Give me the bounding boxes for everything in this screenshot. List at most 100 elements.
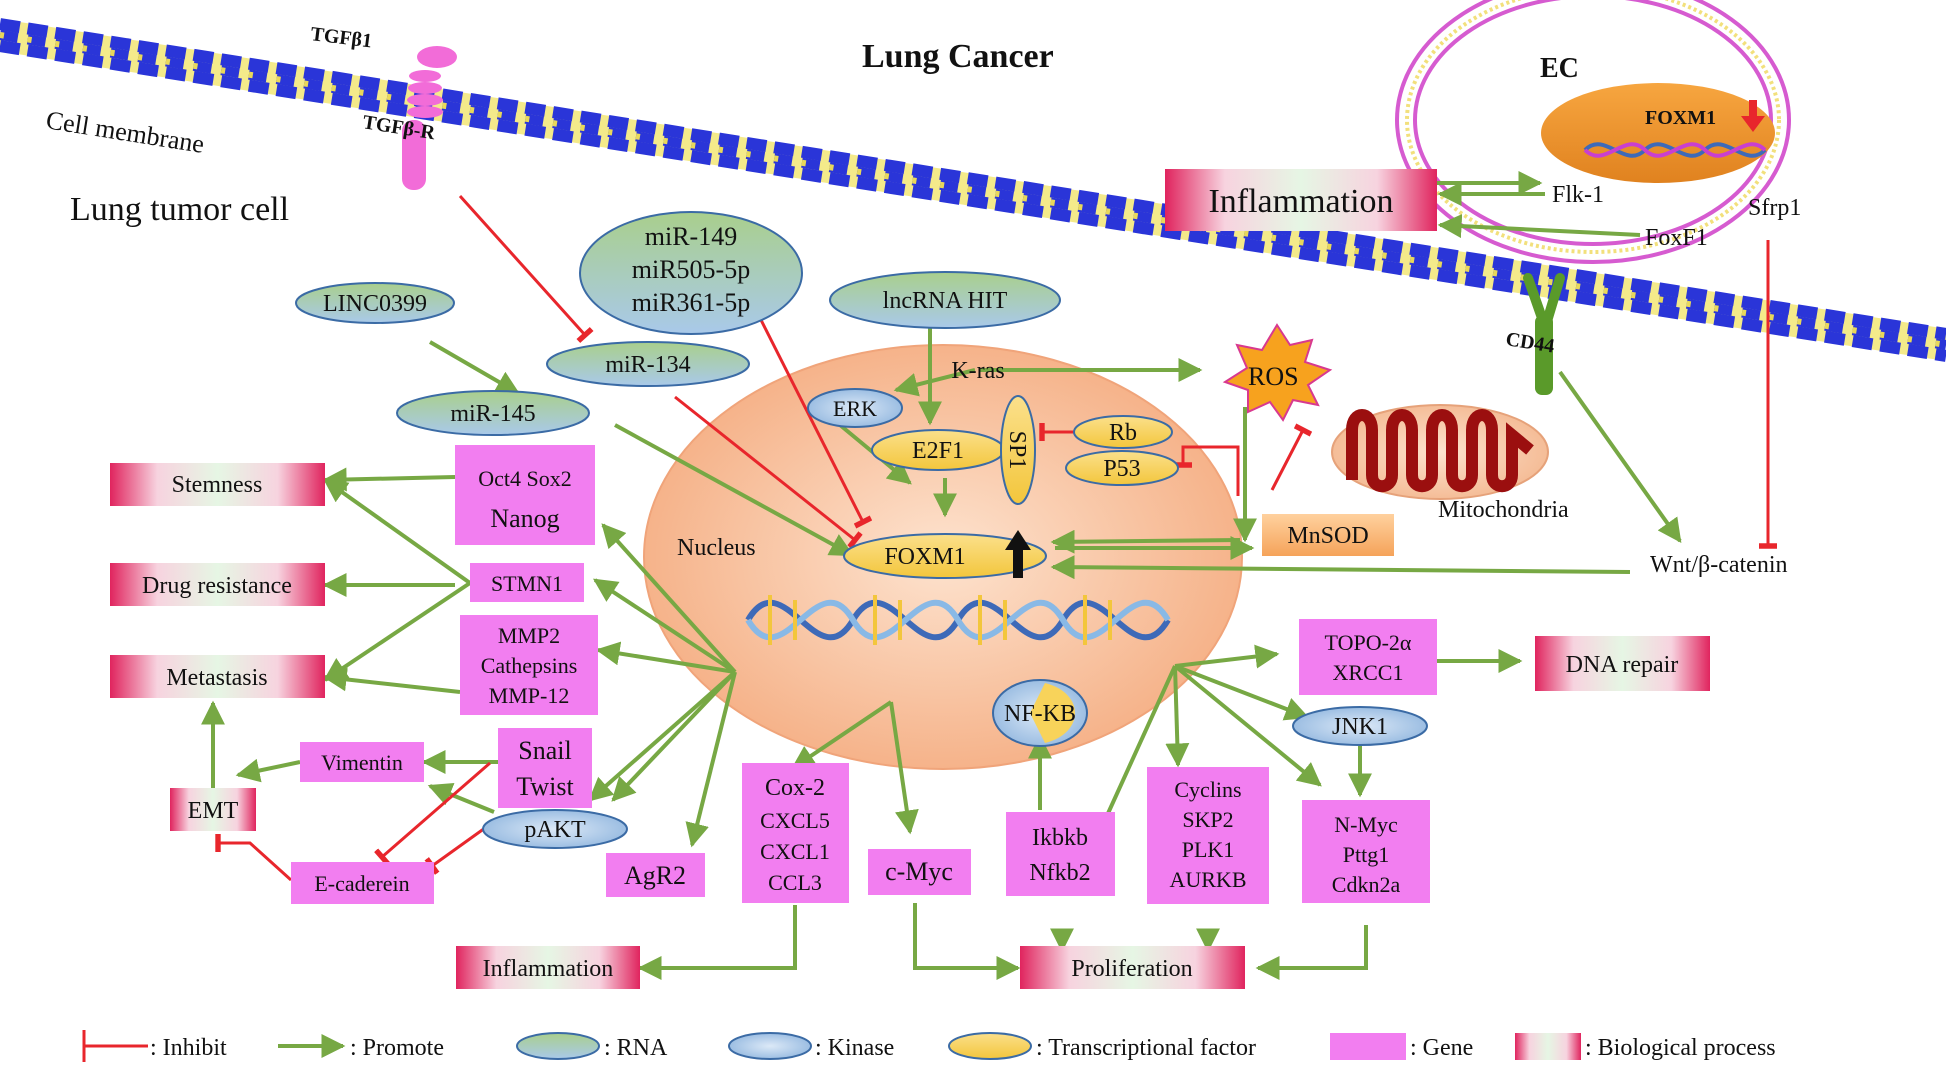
svg-text:FOXM1: FOXM1 [884, 544, 965, 570]
rna-lncrna-hit: lncRNA HIT [829, 271, 1061, 329]
ros-label: ROS [1248, 362, 1299, 391]
down-arrow-icon [1741, 100, 1765, 132]
legend-gene: : Gene [1330, 1033, 1473, 1061]
nucleus-label: Nucleus [677, 535, 756, 561]
legend-biological-process: : Biological process [1515, 1033, 1776, 1061]
foxf1-label: FoxF1 [1645, 225, 1708, 251]
svg-text:miR505-5p: miR505-5p [632, 255, 750, 284]
process-metastasis: Metastasis [110, 655, 325, 698]
process-proliferation: Proliferation [1020, 946, 1245, 989]
svg-text:SKP2: SKP2 [1182, 807, 1233, 832]
cd44-receptor-icon [1523, 273, 1565, 395]
kinase-erk: ERK [807, 388, 903, 428]
svg-text:ERK: ERK [833, 396, 877, 421]
gene-nmyc: N-Myc Pttg1 Cdkn2a [1302, 800, 1430, 903]
tf-p53: P53 [1065, 450, 1179, 486]
process-dna-repair: DNA repair [1535, 636, 1710, 691]
mitochondria-label: Mitochondria [1438, 497, 1569, 523]
svg-text:Snail: Snail [518, 736, 571, 765]
svg-text:miR-145: miR-145 [450, 401, 535, 427]
legend-transcription-factor: : Transcriptional factor [948, 1032, 1256, 1061]
cell-membrane [0, 18, 1946, 362]
svg-text:: Transcriptional factor: : Transcriptional factor [1036, 1035, 1256, 1061]
tgfb1-label: TGFβ1 [309, 23, 373, 52]
gene-mmp: MMP2 Cathepsins MMP-12 [460, 615, 598, 715]
tf-sp1: SP1 [1000, 395, 1036, 505]
svg-text:miR361-5p: miR361-5p [632, 288, 750, 317]
svg-text:LINC0399: LINC0399 [323, 291, 427, 317]
svg-text:AURKB: AURKB [1169, 867, 1246, 892]
sfrp1-label: Sfrp1 [1748, 195, 1801, 221]
svg-text:CXCL5: CXCL5 [760, 808, 830, 833]
up-arrow-icon [1005, 530, 1031, 578]
process-inflammation-top: Inflammation [1165, 169, 1437, 231]
svg-text:Nfkb2: Nfkb2 [1029, 860, 1090, 886]
svg-text:Drug resistance: Drug resistance [142, 573, 292, 599]
tgfb-receptor-icon [402, 46, 457, 190]
svg-text:JNK1: JNK1 [1332, 714, 1388, 740]
svg-text:SP1: SP1 [1004, 431, 1030, 470]
gene-vimentin: Vimentin [300, 742, 424, 782]
svg-text:AgR2: AgR2 [624, 861, 686, 890]
legend-rna: : RNA [516, 1032, 668, 1061]
rna-linc0399: LINC0399 [295, 282, 455, 324]
svg-text:c-Myc: c-Myc [885, 857, 953, 886]
svg-text:Cdkn2a: Cdkn2a [1332, 872, 1401, 897]
legend-kinase: : Kinase [728, 1032, 894, 1061]
cell-membrane-label: Cell membrane [44, 105, 206, 159]
svg-text:STMN1: STMN1 [491, 571, 563, 596]
svg-text:EMT: EMT [188, 798, 239, 824]
svg-text:PLK1: PLK1 [1182, 837, 1235, 862]
page-title: Lung Cancer [862, 38, 1054, 75]
kinase-nfkb: NF-KB [992, 679, 1088, 747]
svg-text:Cyclins: Cyclins [1174, 777, 1241, 802]
process-inflammation-bottom: Inflammation [456, 946, 640, 989]
svg-text:DNA repair: DNA repair [1566, 652, 1679, 678]
svg-text:CCL3: CCL3 [768, 870, 822, 895]
svg-text:miR-134: miR-134 [605, 352, 690, 378]
kras-label: K-ras [951, 358, 1004, 384]
ec-label: EC [1540, 53, 1579, 84]
dna-helix-icon [745, 595, 1171, 645]
rna-mir149: miR-149 miR505-5p miR361-5p [579, 211, 803, 335]
svg-text:Rb: Rb [1109, 420, 1137, 446]
gene-oct4-sox2-nanog: Oct4 Sox2 Nanog [455, 445, 595, 545]
svg-text:TOPO-2α: TOPO-2α [1325, 630, 1412, 655]
legend-promote: : Promote [278, 1034, 444, 1061]
svg-text:NF-KB: NF-KB [1004, 701, 1076, 727]
kinase-jnk1: JNK1 [1292, 706, 1428, 746]
svg-text:Inflammation: Inflammation [483, 956, 614, 982]
legend-inhibit: : Inhibit [82, 1030, 227, 1062]
mitochondria-icon [1331, 404, 1549, 500]
svg-text:Cathepsins: Cathepsins [481, 653, 578, 678]
svg-text:Metastasis: Metastasis [166, 665, 267, 691]
svg-text:Twist: Twist [516, 772, 574, 801]
rna-mir134: miR-134 [546, 341, 750, 387]
process-drug-resistance: Drug resistance [110, 563, 325, 606]
ros-burst-icon [1222, 323, 1333, 422]
svg-text:E2F1: E2F1 [912, 438, 964, 464]
lung-tumor-cell-label: Lung tumor cell [70, 191, 289, 228]
svg-text:pAKT: pAKT [524, 817, 586, 843]
wnt-label: Wnt/β-catenin [1650, 552, 1787, 578]
svg-text:MMP-12: MMP-12 [489, 683, 570, 708]
svg-text:Inflammation: Inflammation [1208, 183, 1393, 220]
svg-text:: Inhibit: : Inhibit [150, 1035, 227, 1061]
svg-text:Oct4 Sox2: Oct4 Sox2 [478, 466, 572, 491]
svg-text:Proliferation: Proliferation [1071, 956, 1192, 982]
svg-text:: Promote: : Promote [350, 1035, 444, 1061]
kinase-pakt: pAKT [482, 809, 628, 849]
svg-text:: Kinase: : Kinase [815, 1035, 894, 1061]
gene-ecadherin: E-caderein [291, 862, 434, 904]
svg-text:Ikbkb: Ikbkb [1032, 825, 1088, 851]
svg-text:Stemness: Stemness [172, 472, 263, 498]
svg-text:Nanog: Nanog [490, 504, 559, 533]
svg-text:E-caderein: E-caderein [314, 871, 409, 896]
endothelial-cell [1395, 0, 1791, 264]
svg-text:MMP2: MMP2 [498, 623, 560, 648]
gene-topo: TOPO-2α XRCC1 [1299, 619, 1437, 695]
svg-text:XRCC1: XRCC1 [1333, 660, 1404, 685]
rna-mir145: miR-145 [396, 390, 590, 436]
process-stemness: Stemness [110, 463, 325, 506]
svg-text:Pttg1: Pttg1 [1343, 842, 1389, 867]
